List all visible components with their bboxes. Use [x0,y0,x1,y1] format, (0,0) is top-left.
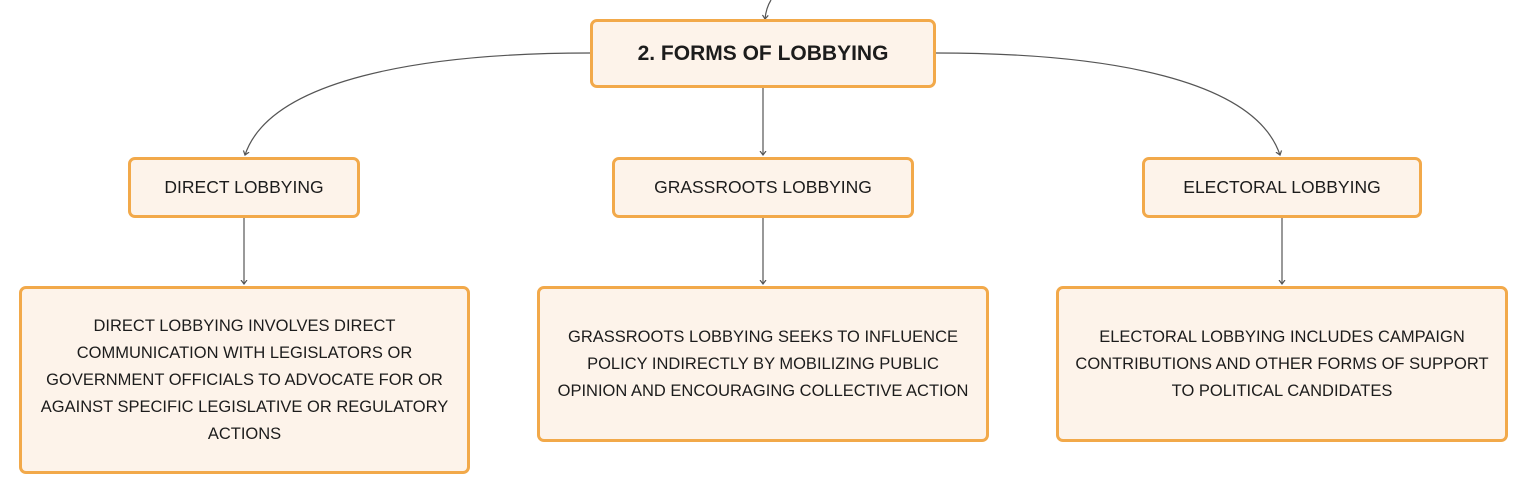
topic-node-label: DIRECT LOBBYING [164,177,324,197]
description-text: ELECTORAL LOBBYING INCLUDES CAMPAIGN CON… [1075,327,1489,400]
description-text: DIRECT LOBBYING INVOLVES DIRECT COMMUNIC… [40,316,449,443]
description-text: GRASSROOTS LOBBYING SEEKS TO INFLUENCE P… [557,327,969,400]
connector-root-to-electoral [935,52,1280,155]
root-node-label: 2. FORMS OF LOBBYING [637,41,889,65]
description-node-grassroots-lobbying[interactable]: GRASSROOTS LOBBYING SEEKS TO INFLUENCE P… [537,286,989,442]
connector-root-to-direct [245,52,591,155]
topic-node-label: ELECTORAL LOBBYING [1183,177,1381,197]
topic-node-direct-lobbying[interactable]: DIRECT LOBBYING [128,157,360,218]
root-node[interactable]: 2. FORMS OF LOBBYING [590,19,936,88]
topic-node-grassroots-lobbying[interactable]: GRASSROOTS LOBBYING [612,157,914,218]
topic-node-label: GRASSROOTS LOBBYING [654,177,872,197]
incoming-parent-connector [765,0,772,19]
description-node-electoral-lobbying[interactable]: ELECTORAL LOBBYING INCLUDES CAMPAIGN CON… [1056,286,1508,442]
description-node-direct-lobbying[interactable]: DIRECT LOBBYING INVOLVES DIRECT COMMUNIC… [19,286,470,474]
topic-node-electoral-lobbying[interactable]: ELECTORAL LOBBYING [1142,157,1422,218]
